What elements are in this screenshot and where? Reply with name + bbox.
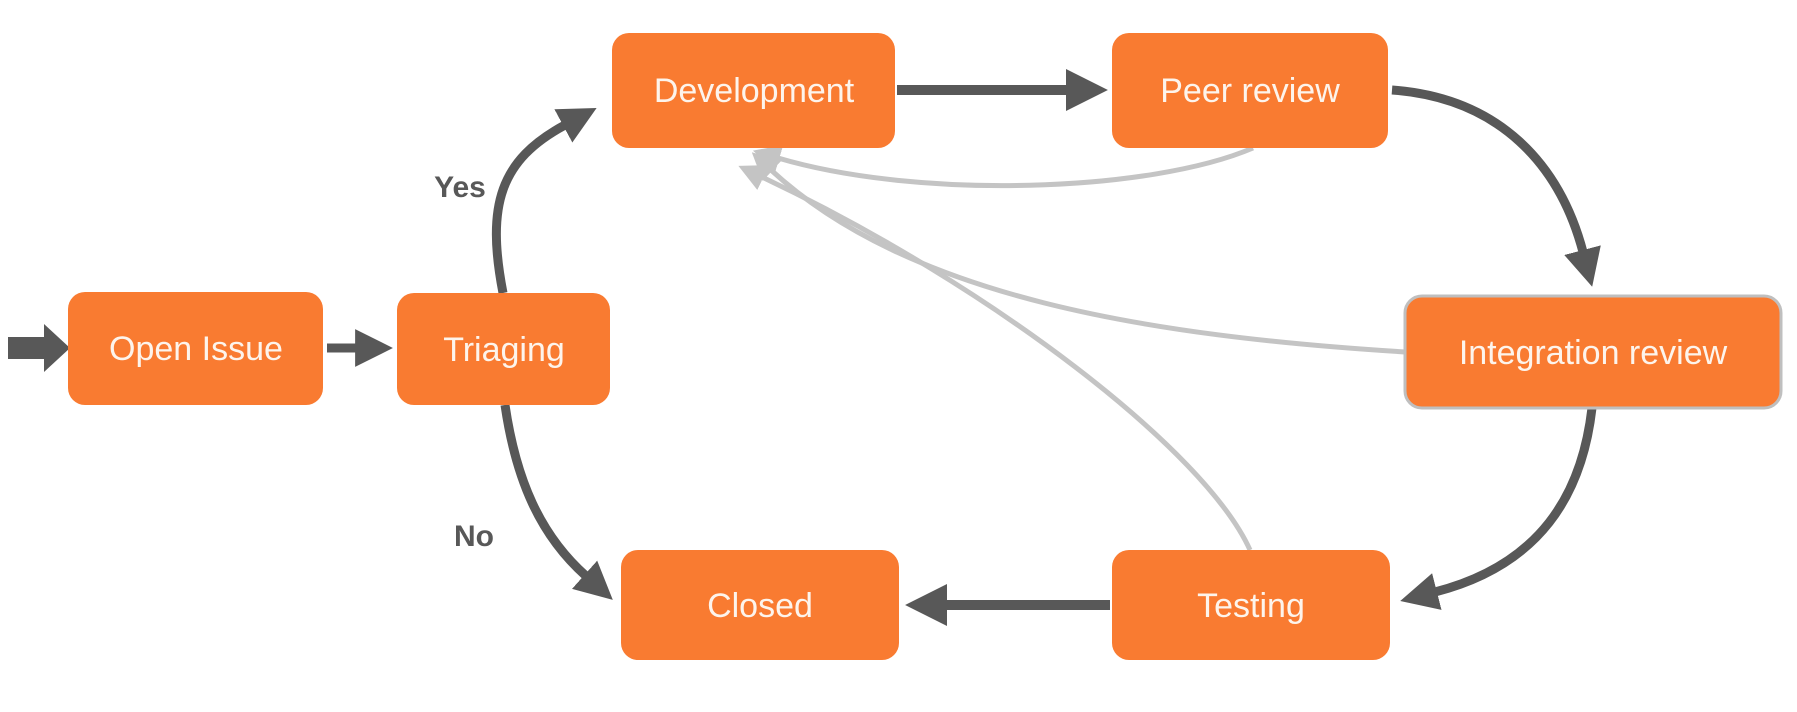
edge-peer-review-to-development (752, 145, 1254, 189)
node-peer-review: Peer review (1112, 33, 1388, 148)
edge-integration-review-to-development (751, 152, 1406, 355)
node-open-issue: Open Issue (68, 292, 323, 405)
edge-testing-to-development (738, 165, 1253, 552)
edge-integration-review-to-testing (1400, 407, 1597, 610)
node-closed-label: Closed (707, 587, 813, 625)
edge-label-yes: Yes (434, 171, 486, 204)
node-triaging: Triaging (397, 293, 610, 405)
node-integration-review-label: Integration review (1459, 334, 1728, 372)
edge-triaging-to-development (491, 107, 597, 294)
node-closed: Closed (621, 550, 899, 660)
edge-peer-review-to-integration-review (1391, 85, 1601, 287)
node-testing: Testing (1112, 550, 1390, 660)
node-development: Development (612, 33, 895, 148)
edge-label-no: No (454, 520, 494, 553)
node-peer-review-label: Peer review (1160, 72, 1340, 110)
node-development-label: Development (654, 72, 855, 110)
edge-triaging-to-closed (500, 404, 613, 600)
node-integration-review: Integration review (1403, 294, 1783, 410)
start-arrowhead-icon (44, 324, 70, 372)
node-triaging-label: Triaging (443, 331, 565, 369)
edge-start-to-open-issue (8, 324, 70, 372)
node-testing-label: Testing (1197, 587, 1305, 625)
node-open-issue-label: Open Issue (109, 330, 283, 368)
